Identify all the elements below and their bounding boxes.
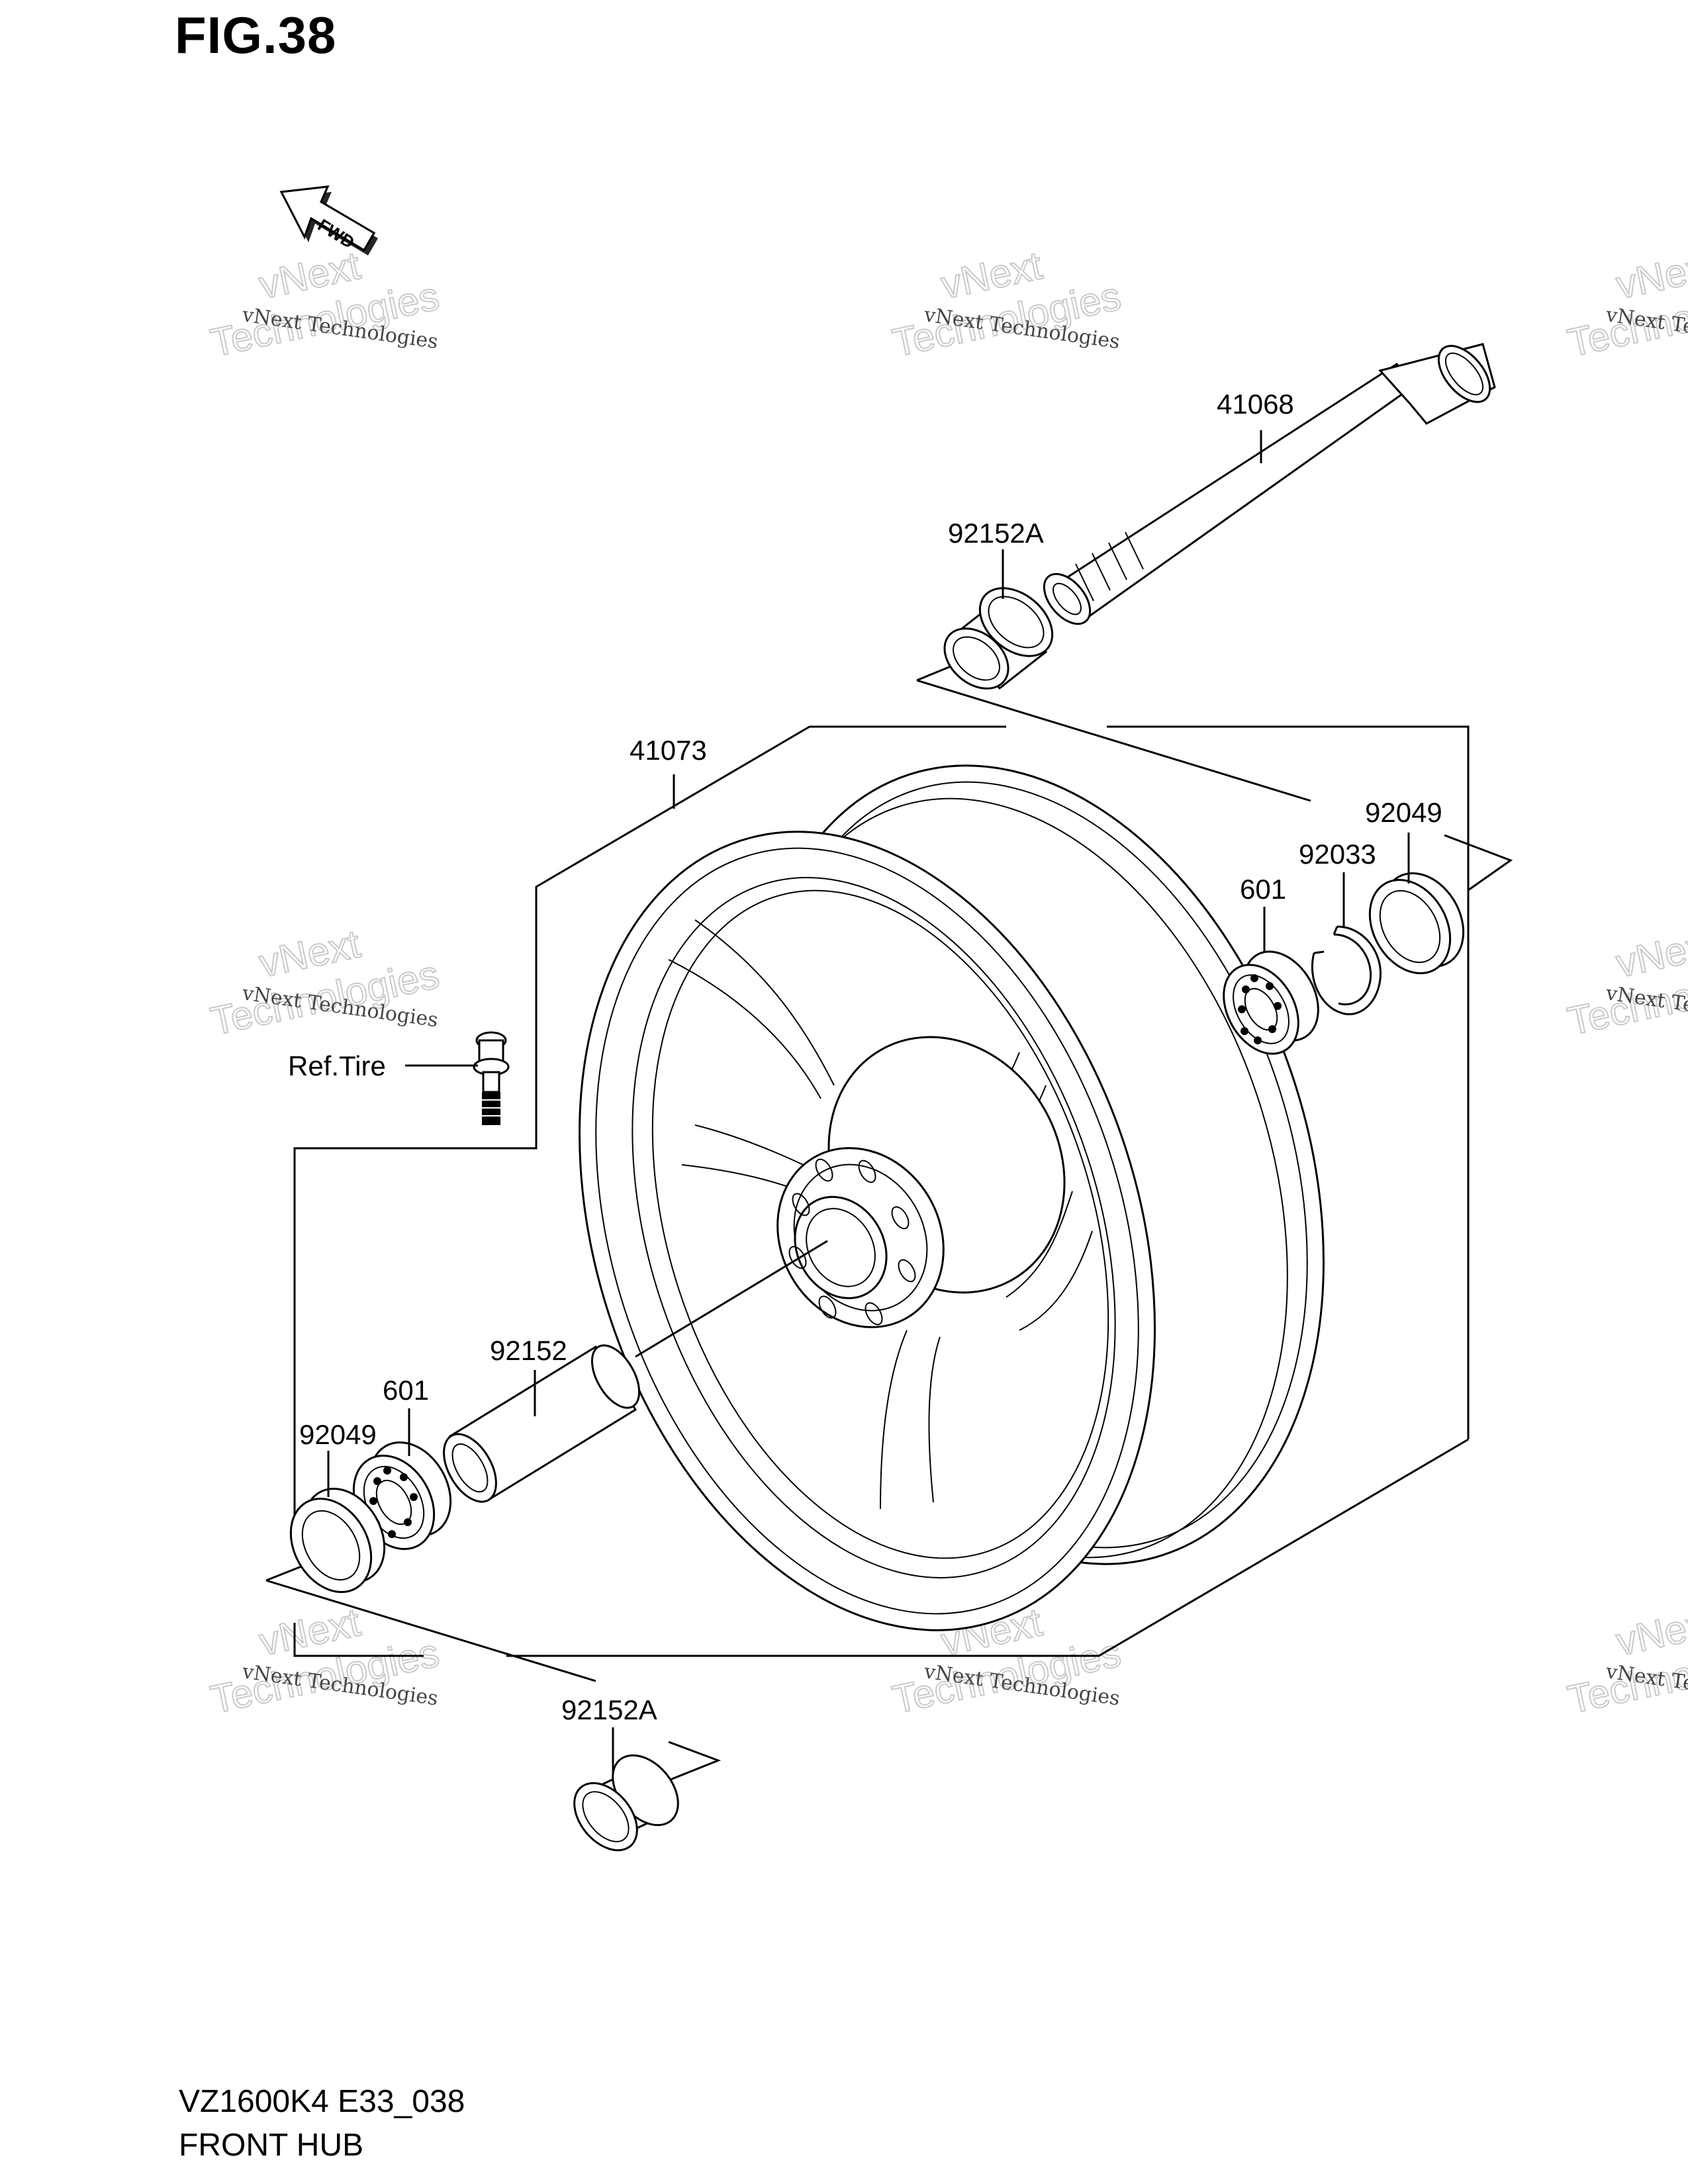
bearing-601-right bbox=[1223, 950, 1319, 1055]
collar-92152a-lower bbox=[573, 1754, 679, 1852]
fwd-arrow-icon: FWD bbox=[279, 185, 378, 255]
label-601-left[interactable]: 601 bbox=[383, 1375, 429, 1406]
front-axle-41068 bbox=[1043, 343, 1496, 625]
oil-seal-92049-left bbox=[289, 1487, 386, 1594]
spacer-92152 bbox=[443, 1240, 828, 1503]
label-92152a-upper[interactable]: 92152A bbox=[948, 518, 1044, 549]
footer-section-name: FRONT HUB bbox=[179, 2128, 364, 2163]
collar-92152a-upper bbox=[943, 587, 1054, 690]
label-41073[interactable]: 41073 bbox=[630, 735, 707, 766]
label-41068[interactable]: 41068 bbox=[1217, 388, 1294, 420]
label-92152a-lower[interactable]: 92152A bbox=[561, 1694, 657, 1725]
label-92033[interactable]: 92033 bbox=[1299, 839, 1376, 870]
footer-model-code: VZ1600K4 E33_038 bbox=[179, 2084, 465, 2119]
label-ref-tire[interactable]: Ref.Tire bbox=[288, 1050, 386, 1081]
watermark: vNext Technologies bbox=[1563, 921, 1688, 1044]
watermark: vNext Technologies bbox=[888, 242, 1125, 366]
assembly-frame-lines bbox=[265, 657, 1513, 1782]
part-labels: 41068 92152A 41073 92049 92033 601 Ref.T… bbox=[288, 388, 1442, 1725]
label-92049-right[interactable]: 92049 bbox=[1365, 797, 1442, 828]
front-wheel-41073 bbox=[579, 764, 1325, 1631]
tire-valve-icon bbox=[473, 1031, 510, 1125]
watermark: vNext Technologies bbox=[1563, 242, 1688, 366]
circlip-92033 bbox=[1311, 925, 1382, 1016]
leader-lines bbox=[327, 430, 1410, 1774]
label-92152[interactable]: 92152 bbox=[490, 1335, 567, 1366]
watermark: vNext Technologies bbox=[1563, 1599, 1688, 1723]
label-601-right[interactable]: 601 bbox=[1240, 874, 1286, 905]
oil-seal-92049-right bbox=[1368, 872, 1465, 975]
label-92049-left[interactable]: 92049 bbox=[299, 1419, 377, 1450]
figure-title: FIG.38 bbox=[175, 6, 337, 64]
